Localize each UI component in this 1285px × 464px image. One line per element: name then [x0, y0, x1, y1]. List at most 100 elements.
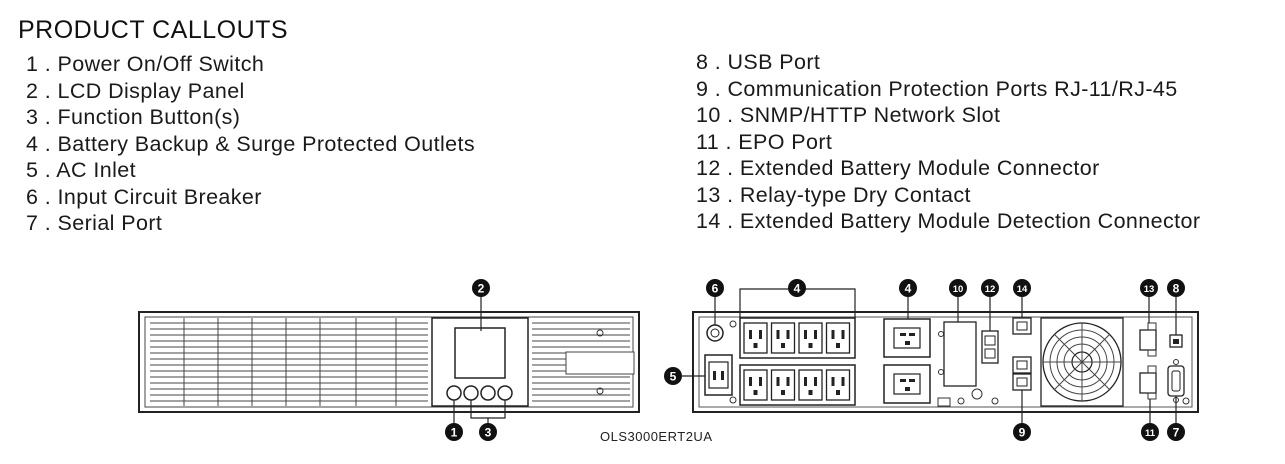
callout-marker: 5	[664, 367, 682, 385]
marker-number: 2	[478, 282, 485, 296]
marker-number: 9	[1019, 426, 1026, 440]
snmp-network-slot	[943, 321, 977, 387]
callout-label: SNMP/HTTP Network Slot	[739, 103, 1001, 127]
front-vent-grille	[150, 318, 630, 406]
callout-number: 7 .	[26, 211, 52, 235]
callout-number: 1 .	[26, 52, 52, 76]
callout-number: 11 .	[696, 129, 732, 154]
callout-marker: 12	[981, 279, 999, 297]
callout-item: 12 . Extended Battery Module Connector	[696, 155, 1200, 182]
callout-item: 4 . Battery Backup & Surge Protected Out…	[26, 131, 475, 158]
callout-label: Power On/Off Switch	[57, 52, 265, 76]
outlet-icon	[798, 369, 823, 401]
callout-label: LCD Display Panel	[57, 78, 245, 103]
function-button	[497, 385, 513, 401]
callout-item: 1 . Power On/Off Switch	[26, 51, 475, 78]
callout-list-left: 1 . Power On/Off Switch 2 . LCD Display …	[26, 51, 475, 237]
front-panel	[138, 295, 640, 424]
callout-marker: 6	[706, 279, 724, 297]
callout-number: 8 .	[696, 50, 722, 74]
callout-marker: 10	[949, 279, 967, 297]
callout-marker: 3	[479, 423, 497, 441]
marker-number: 4	[794, 282, 801, 296]
callout-markers: 2 1 3 6 4 4 10 12 14 13 8 5 9 11 7	[445, 279, 1185, 441]
callout-marker: 4	[788, 279, 806, 297]
marker-number: 11	[1145, 428, 1156, 439]
callout-list-right: 8 . USB Port 9 . Communication Protectio…	[696, 49, 1200, 235]
marker-number: 10	[953, 284, 964, 295]
callout-marker: 4	[899, 279, 917, 297]
callout-number: 9 .	[696, 76, 722, 101]
callout-item: 5 . AC Inlet	[26, 157, 475, 184]
page-title: PRODUCT CALLOUTS	[18, 16, 289, 44]
callout-item: 9 . Communication Protection Ports RJ-11…	[696, 76, 1200, 103]
input-circuit-breaker	[706, 324, 724, 342]
rj45-port	[1012, 373, 1032, 391]
power-button	[446, 385, 462, 401]
callout-marker: 13	[1140, 279, 1158, 297]
callout-label: Communication Protection Ports RJ-11/RJ-…	[727, 76, 1178, 101]
callout-marker: 7	[1167, 423, 1185, 441]
callout-number: 3 .	[26, 105, 52, 129]
outlet-icon	[770, 322, 796, 354]
lcd-display-panel	[454, 327, 506, 379]
marker-number: 14	[1017, 284, 1028, 295]
callout-item: 3 . Function Button(s)	[26, 104, 475, 131]
rear-panel	[682, 288, 1199, 424]
callout-item: 10 . SNMP/HTTP Network Slot	[696, 102, 1200, 129]
marker-number: 13	[1144, 284, 1155, 295]
outlet-icon	[825, 322, 851, 354]
callout-label: USB Port	[727, 50, 821, 74]
callout-label: Input Circuit Breaker	[57, 184, 262, 209]
callout-item: 2 . LCD Display Panel	[26, 78, 475, 105]
callout-marker: 9	[1013, 423, 1031, 441]
marker-number: 6	[712, 282, 719, 296]
outlet-icon	[743, 369, 768, 401]
relay-dry-contact	[1139, 329, 1157, 351]
callout-item: 7 . Serial Port	[26, 210, 475, 237]
model-number: OLS3000ERT2UA	[600, 429, 713, 444]
callout-marker: 8	[1167, 279, 1185, 297]
callout-marker: 2	[472, 279, 490, 297]
callout-label: Extended Battery Module Connector	[739, 156, 1100, 180]
callout-label: Function Button(s)	[57, 105, 241, 129]
function-button	[463, 385, 479, 401]
c19-outlet	[883, 318, 931, 358]
callout-number: 10 .	[696, 103, 734, 127]
ebm-detection-connector	[1012, 317, 1032, 335]
callout-number: 2 .	[26, 78, 52, 103]
callout-label: Relay-type Dry Contact	[739, 182, 971, 207]
screw-icon	[596, 329, 604, 337]
marker-number: 12	[985, 284, 996, 295]
callout-label: EPO Port	[738, 129, 833, 154]
callout-number: 13 .	[696, 182, 734, 207]
callout-number: 6 .	[26, 184, 52, 209]
callout-marker: 14	[1013, 279, 1031, 297]
marker-number: 7	[1173, 426, 1180, 440]
callout-number: 12 .	[696, 156, 734, 180]
front-label-plate	[565, 351, 635, 375]
rj11-port	[1012, 356, 1032, 374]
fan-icon	[1040, 317, 1124, 407]
callout-item: 11 . EPO Port	[696, 129, 1200, 156]
callout-item: 6 . Input Circuit Breaker	[26, 184, 475, 211]
marker-number: 5	[670, 370, 677, 384]
callout-label: Extended Battery Module Detection Connec…	[739, 209, 1201, 233]
epo-port	[1139, 372, 1157, 394]
outlet-icon	[743, 322, 768, 354]
callout-number: 14 .	[696, 209, 734, 233]
callout-marker: 11	[1141, 423, 1159, 441]
callout-label: Serial Port	[57, 211, 163, 235]
callout-number: 5 .	[26, 158, 52, 182]
outlet-icon	[798, 322, 823, 354]
callout-item: 13 . Relay-type Dry Contact	[696, 182, 1200, 209]
marker-number: 1	[451, 426, 458, 440]
c19-outlet	[883, 364, 931, 404]
outlets	[743, 322, 851, 401]
marker-number: 3	[485, 426, 492, 440]
screw-icon	[596, 387, 604, 395]
callout-label: AC Inlet	[56, 158, 136, 182]
outlet-icon	[825, 369, 851, 401]
callout-label: Battery Backup & Surge Protected Outlets	[57, 131, 476, 156]
